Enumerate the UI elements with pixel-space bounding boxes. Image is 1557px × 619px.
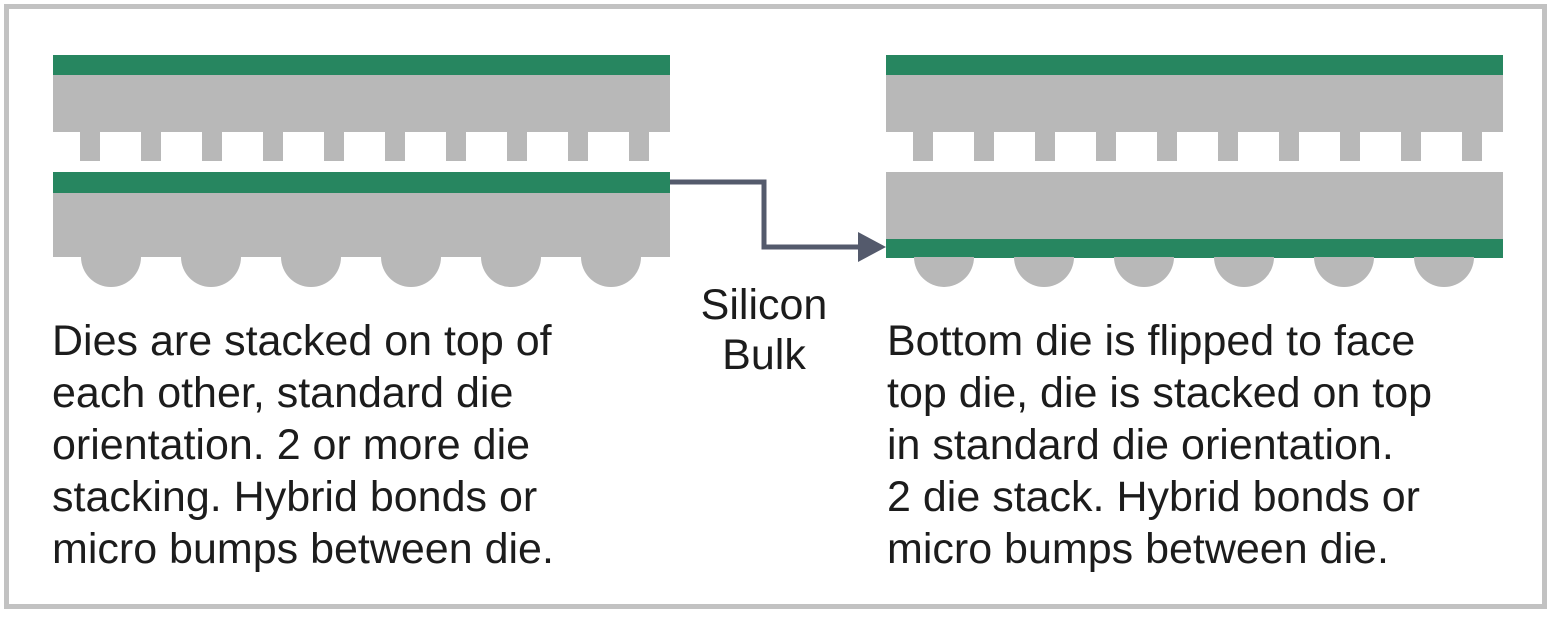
top-die-active-layer	[53, 55, 670, 75]
solder-bump	[181, 257, 241, 287]
bottom-die-silicon	[886, 172, 1503, 239]
solder-bump	[1214, 257, 1274, 287]
left-stack-description: Dies are stacked on top of each other, s…	[52, 315, 554, 575]
arrow-head-icon	[858, 232, 886, 262]
micro-bump-pillar	[263, 131, 283, 161]
micro-bump-pillar	[202, 131, 222, 161]
solder-bump	[1114, 257, 1174, 287]
micro-bump-pillar	[80, 131, 100, 161]
silicon-bulk-label-line: Bulk	[722, 331, 806, 379]
silicon-bulk-label-line: Silicon	[700, 281, 828, 329]
micro-bump-pillar	[1340, 131, 1360, 161]
top-die-active-layer	[886, 55, 1503, 75]
solder-bump	[381, 257, 441, 287]
description-line: orientation. 2 or more die	[52, 421, 531, 469]
description-line: in standard die orientation.	[887, 421, 1394, 469]
micro-bump-pillar	[1035, 131, 1055, 161]
micro-bump-pillar	[1157, 131, 1177, 161]
description-line: top die, die is stacked on top	[887, 369, 1433, 417]
solder-bump	[581, 257, 641, 287]
description-line: micro bumps between die.	[887, 525, 1389, 573]
micro-bump-pillar	[507, 131, 527, 161]
micro-bump-pillar	[1401, 131, 1421, 161]
description-line: 2 die stack. Hybrid bonds or	[887, 473, 1420, 521]
micro-bump-pillar	[1096, 131, 1116, 161]
description-line: micro bumps between die.	[52, 525, 554, 573]
solder-bump	[1314, 257, 1374, 287]
description-line: stacking. Hybrid bonds or	[52, 473, 538, 521]
arrow-line	[670, 179, 862, 250]
micro-bump-pillar	[629, 131, 649, 161]
solder-bump	[1014, 257, 1074, 287]
solder-bump	[914, 257, 974, 287]
top-die-silicon	[53, 75, 670, 132]
left-die-stack	[53, 55, 670, 287]
micro-bump-pillar	[446, 131, 466, 161]
bottom-die-active-layer	[886, 239, 1503, 258]
solder-bump	[281, 257, 341, 287]
micro-bump-pillar	[1462, 131, 1482, 161]
silicon-bulk-arrow	[670, 179, 886, 262]
solder-bump	[81, 257, 141, 287]
micro-bump-pillar	[324, 131, 344, 161]
bottom-die-active-layer	[53, 172, 670, 193]
description-line: Bottom die is flipped to face	[887, 317, 1416, 365]
description-line: Dies are stacked on top of	[52, 317, 552, 365]
solder-bump	[481, 257, 541, 287]
micro-bump-pillar	[385, 131, 405, 161]
micro-bump-pillar	[568, 131, 588, 161]
micro-bump-pillar	[1279, 131, 1299, 161]
top-die-silicon	[886, 75, 1503, 132]
micro-bump-pillar	[974, 131, 994, 161]
micro-bump-pillar	[913, 131, 933, 161]
silicon-bulk-label: Silicon Bulk	[678, 280, 850, 380]
right-die-stack	[886, 55, 1503, 287]
right-stack-description: Bottom die is flipped to face top die, d…	[887, 315, 1432, 575]
micro-bump-pillar	[141, 131, 161, 161]
bottom-die-silicon	[53, 193, 670, 257]
micro-bump-pillar	[1218, 131, 1238, 161]
solder-bump	[1414, 257, 1474, 287]
description-line: each other, standard die	[52, 369, 514, 417]
